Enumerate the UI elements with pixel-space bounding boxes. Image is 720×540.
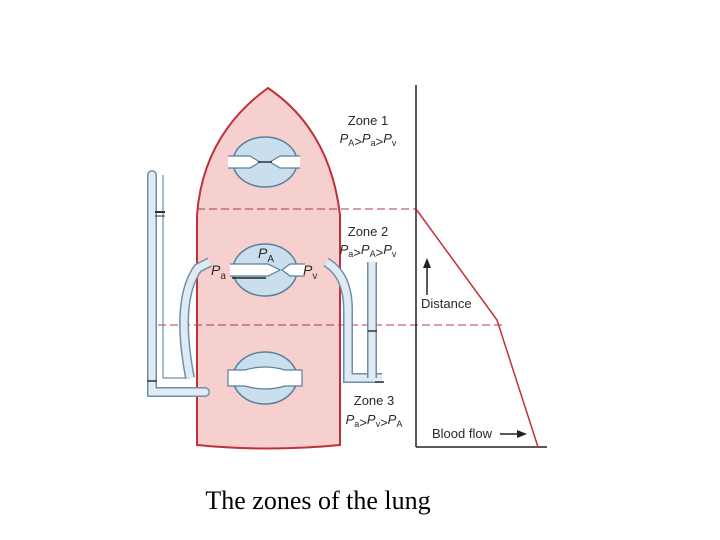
zone3-pressure-relation: Pa>Pv>PA bbox=[346, 412, 403, 430]
zone3-title: Zone 3 bbox=[354, 393, 394, 408]
axis-blood-flow-label: Blood flow bbox=[432, 426, 493, 441]
blood-flow-arrow bbox=[500, 430, 527, 438]
zone1-pressure-relation: PA>Pa>Pv bbox=[340, 131, 397, 149]
flow-graph: Distance Blood flow bbox=[416, 85, 547, 447]
blood-flow-curve bbox=[416, 209, 538, 447]
axis-distance-label: Distance bbox=[421, 296, 472, 311]
figure-caption: The zones of the lung bbox=[0, 486, 636, 516]
distance-arrow bbox=[423, 258, 431, 295]
zone2-pressure-relation: Pa>PA>Pv bbox=[340, 242, 397, 260]
zone2-title: Zone 2 bbox=[348, 224, 388, 239]
zone1-title: Zone 1 bbox=[348, 113, 388, 128]
